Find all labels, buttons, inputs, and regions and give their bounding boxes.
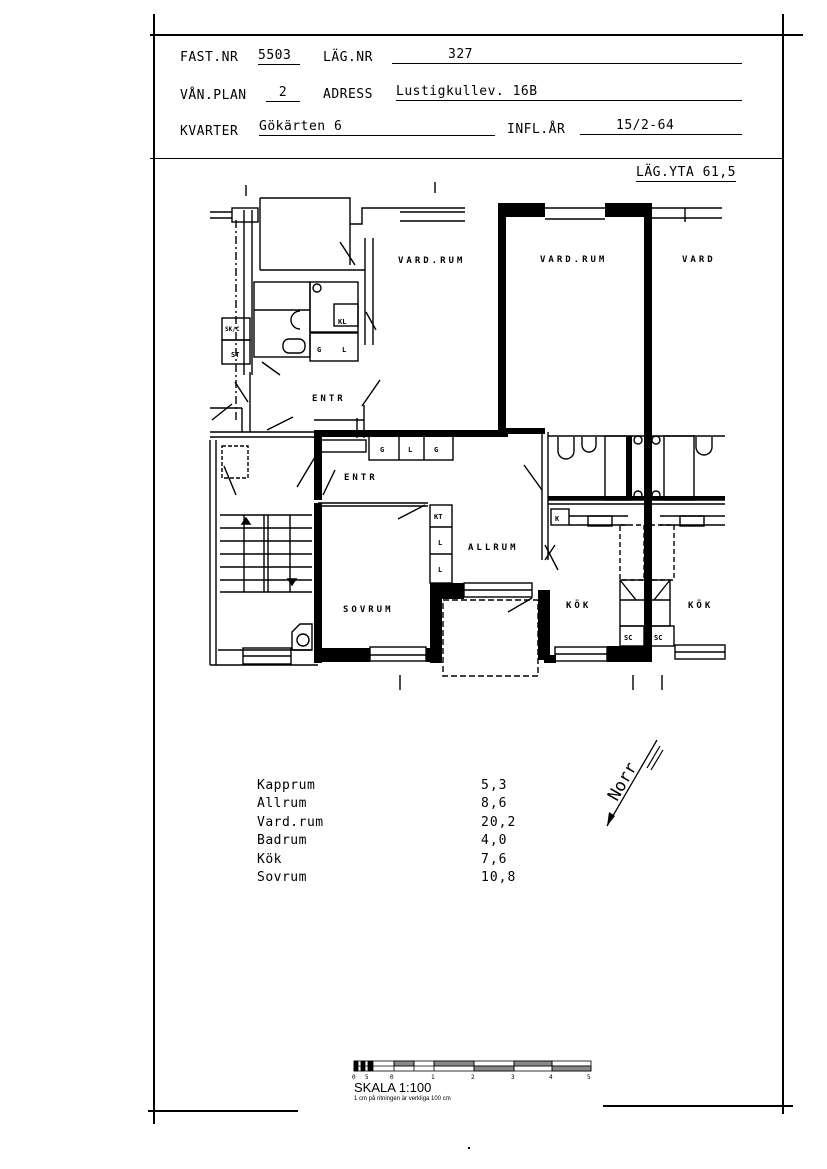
van-plan-value: 2 bbox=[266, 85, 300, 102]
adress-value: Lustigkullev. 16B bbox=[396, 84, 742, 101]
frame-bottom-right-line bbox=[603, 1105, 793, 1107]
north-label: Norr bbox=[604, 759, 642, 804]
area-row-kapprum: Kapprum 5,3 bbox=[257, 777, 516, 795]
scale-bar: 0 5 0 1 2 3 4 5 bbox=[352, 1060, 592, 1081]
area-value: 7,6 bbox=[481, 851, 508, 867]
kvarter-value: Gökärten 6 bbox=[259, 119, 495, 136]
area-name: Badrum bbox=[257, 833, 307, 849]
svg-text:KT: KT bbox=[434, 513, 442, 521]
area-row-allrum: Allrum 8,6 bbox=[257, 795, 516, 813]
infl-ar-value: 15/2-64 bbox=[580, 118, 742, 135]
north-arrow-icon: Norr bbox=[604, 739, 664, 827]
frame-left-line bbox=[153, 14, 155, 1124]
svg-text:G: G bbox=[317, 346, 321, 354]
area-row-sovrum: Sovrum 10,8 bbox=[257, 869, 516, 887]
infl-ar-label: INFL.ÅR bbox=[507, 122, 566, 137]
frame-bottom-left-line bbox=[148, 1110, 298, 1112]
svg-text:SK/C: SK/C bbox=[225, 326, 240, 333]
area-value: 20,2 bbox=[481, 814, 517, 830]
svg-text:KL: KL bbox=[338, 318, 346, 326]
frame-top-line bbox=[150, 34, 803, 36]
room-label-kok-2: KÖK bbox=[688, 600, 713, 611]
room-label-sovrum: SOVRUM bbox=[343, 605, 394, 615]
area-name: Kök bbox=[257, 851, 282, 867]
scan-dot bbox=[468, 1147, 470, 1149]
svg-text:3: 3 bbox=[511, 1074, 515, 1081]
area-value: 4,0 bbox=[481, 833, 508, 849]
room-label-allrum: ALLRUM bbox=[468, 543, 519, 553]
fast-nr-label: FAST.NR bbox=[180, 50, 239, 65]
fast-nr-value: 5503 bbox=[258, 48, 300, 65]
room-label-entre-2: ENTR bbox=[344, 473, 378, 483]
svg-text:1: 1 bbox=[431, 1074, 435, 1081]
area-name: Kapprum bbox=[257, 778, 316, 793]
room-label-vardrum-3: VARD bbox=[682, 255, 716, 265]
scale-title: SKALA 1:100 bbox=[354, 1080, 432, 1095]
svg-text:L: L bbox=[438, 539, 442, 547]
scale-subtitle: 1 cm på ritningen är verkliga 100 cm bbox=[354, 1096, 451, 1102]
area-table: Kapprum 5,3 Allrum 8,6 Vard.rum 20,2 Bad… bbox=[257, 777, 516, 887]
room-label-entre-1: ENTR bbox=[312, 394, 346, 404]
room-label-vardrum-2: VARD.RUM bbox=[540, 255, 607, 265]
area-name: Sovrum bbox=[257, 870, 307, 886]
svg-text:G: G bbox=[434, 446, 438, 454]
frame-right-line bbox=[782, 14, 784, 1114]
room-label-vardrum-1: VARD.RUM bbox=[398, 256, 465, 266]
svg-text:SC: SC bbox=[654, 634, 662, 642]
area-value: 8,6 bbox=[481, 796, 508, 812]
svg-text:0: 0 bbox=[352, 1074, 356, 1081]
svg-text:L: L bbox=[342, 346, 346, 354]
svg-text:SC: SC bbox=[624, 634, 632, 642]
svg-text:5: 5 bbox=[365, 1074, 369, 1081]
svg-text:5: 5 bbox=[587, 1074, 591, 1081]
lag-nr-value: 327 bbox=[392, 47, 742, 64]
svg-text:L: L bbox=[438, 566, 442, 574]
area-row-vardrum: Vard.rum 20,2 bbox=[257, 814, 516, 832]
area-name: Vard.rum bbox=[257, 814, 324, 830]
area-value: 10,8 bbox=[481, 870, 517, 886]
lag-nr-label: LÄG.NR bbox=[323, 50, 373, 65]
area-row-kok: Kök 7,6 bbox=[257, 851, 516, 869]
svg-text:ST: ST bbox=[231, 351, 239, 359]
area-value: 5,3 bbox=[481, 778, 508, 793]
svg-text:L: L bbox=[408, 446, 412, 454]
lag-yta: LÄG.YTA 61,5 bbox=[636, 165, 736, 182]
svg-text:4: 4 bbox=[549, 1074, 553, 1081]
svg-text:K: K bbox=[555, 515, 560, 523]
room-label-kok-1: KÖK bbox=[566, 600, 591, 611]
van-plan-label: VÅN.PLAN bbox=[180, 88, 247, 103]
svg-text:2: 2 bbox=[471, 1074, 475, 1081]
header-bottom-line bbox=[150, 158, 783, 160]
area-row-badrum: Badrum 4,0 bbox=[257, 832, 516, 850]
svg-text:0: 0 bbox=[390, 1074, 394, 1081]
svg-text:G: G bbox=[380, 446, 384, 454]
kvarter-label: KVARTER bbox=[180, 124, 239, 139]
area-name: Allrum bbox=[257, 796, 307, 812]
adress-label: ADRESS bbox=[323, 87, 373, 102]
